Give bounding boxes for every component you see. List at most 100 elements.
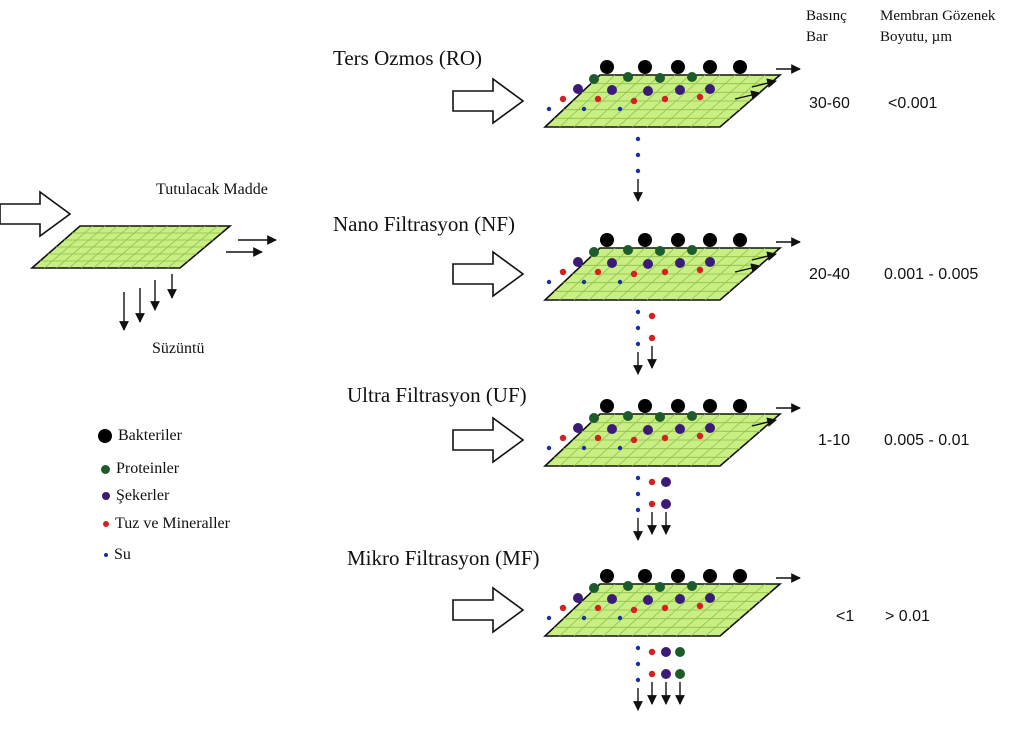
sugar-particle [705, 423, 715, 433]
protein-particle [589, 583, 599, 593]
water-particle [635, 491, 641, 497]
sugar-particle [705, 257, 715, 267]
salt-particle [661, 95, 669, 103]
protein-particle [687, 72, 697, 82]
protein-particle [687, 411, 697, 421]
water-particle [635, 309, 641, 315]
legend-label-bacteria: Bakteriler [118, 427, 182, 444]
sugar-swatch [102, 492, 110, 500]
water-particle [635, 168, 641, 174]
sugar-particle [661, 477, 671, 487]
salt-particle [696, 602, 704, 610]
pore-size-value-ro: <0.001 [888, 95, 938, 112]
salt-particle [648, 478, 656, 486]
pressure-value-nf: 20-40 [809, 266, 850, 283]
bacteria-particle [733, 60, 747, 74]
sugar-particle [643, 595, 653, 605]
salt-particle [661, 268, 669, 276]
sugar-particle [661, 499, 671, 509]
process-title-mf: Mikro Filtrasyon (MF) [347, 546, 540, 570]
sugar-particle [607, 594, 617, 604]
water-particle [581, 615, 587, 621]
water-particle [581, 445, 587, 451]
legend-label-salt: Tuz ve Mineraller [115, 515, 230, 532]
salt-swatch [103, 521, 109, 527]
sugar-particle [573, 423, 583, 433]
salt-particle [661, 604, 669, 612]
water-particle [617, 106, 623, 112]
bacteria-particle [600, 60, 614, 74]
pore-size-value-nf: 0.001 - 0.005 [884, 266, 979, 283]
retentate-arrow-1 [734, 263, 761, 273]
salt-particle [696, 432, 704, 440]
water-particle [635, 645, 641, 651]
bacteria-particle [733, 399, 747, 413]
water-swatch [104, 553, 108, 557]
retentate-arrow-1 [751, 251, 777, 261]
protein-particle [589, 413, 599, 423]
retentate-arrow-0 [751, 78, 777, 88]
salt-particle [648, 312, 656, 320]
salt-particle [648, 648, 656, 656]
retentate-arrow-0 [734, 90, 761, 100]
protein-particle [623, 411, 633, 421]
salt-particle [559, 604, 567, 612]
sugar-particle [675, 85, 685, 95]
pressure-value-uf: 1-10 [818, 432, 851, 449]
bacteria-particle [671, 60, 685, 74]
bacteria-particle [600, 569, 614, 583]
feed-arrow-3 [452, 586, 525, 634]
legend-item-water: Su [104, 546, 131, 564]
bacteria-particle [671, 399, 685, 413]
feed-arrow-1 [452, 250, 525, 298]
protein-particle [675, 669, 685, 679]
salt-particle [630, 436, 638, 444]
salt-particle [696, 266, 704, 274]
water-particle [635, 677, 641, 683]
sugar-particle [643, 86, 653, 96]
pressure-header: Basınç Bar [806, 6, 847, 48]
retained-label: Tutulacak Madde [156, 181, 268, 198]
sugar-particle [643, 259, 653, 269]
salt-particle [594, 268, 602, 276]
process-title-uf: Ultra Filtrasyon (UF) [347, 383, 527, 407]
protein-particle [623, 72, 633, 82]
sugar-particle [573, 84, 583, 94]
bacteria-particle [703, 569, 717, 583]
pressure-value-ro: 30-60 [809, 95, 850, 112]
bacteria-particle [733, 233, 747, 247]
salt-particle [648, 670, 656, 678]
bacteria-particle [638, 569, 652, 583]
overview-feed-arrow [0, 190, 72, 238]
water-particle [635, 325, 641, 331]
bacteria-particle [703, 233, 717, 247]
process-title-ro: Ters Ozmos (RO) [333, 46, 482, 70]
process-title-nf: Nano Filtrasyon (NF) [333, 212, 515, 236]
legend-item-salt: Tuz ve Mineraller [103, 515, 230, 533]
salt-particle [661, 434, 669, 442]
pressure-header-line1: Basınç [806, 8, 847, 24]
water-particle [546, 106, 552, 112]
sugar-particle [573, 593, 583, 603]
bacteria-particle [638, 399, 652, 413]
protein-particle [589, 247, 599, 257]
pore-size-value-uf: 0.005 - 0.01 [884, 432, 970, 449]
water-particle [546, 615, 552, 621]
legend-label-water: Su [114, 546, 131, 563]
salt-particle [594, 604, 602, 612]
protein-particle [687, 581, 697, 591]
pressure-header-line2: Bar [806, 29, 828, 45]
salt-particle [630, 97, 638, 105]
feed-arrow-0 [452, 77, 525, 125]
water-particle [635, 152, 641, 158]
water-particle [617, 279, 623, 285]
sugar-particle [705, 593, 715, 603]
water-particle [581, 106, 587, 112]
pore-size-header: Membran Gözenek Boyutu, µm [880, 6, 995, 48]
water-particle [546, 445, 552, 451]
bacteria-particle [703, 399, 717, 413]
sugar-particle [607, 85, 617, 95]
salt-particle [594, 434, 602, 442]
protein-particle [623, 245, 633, 255]
